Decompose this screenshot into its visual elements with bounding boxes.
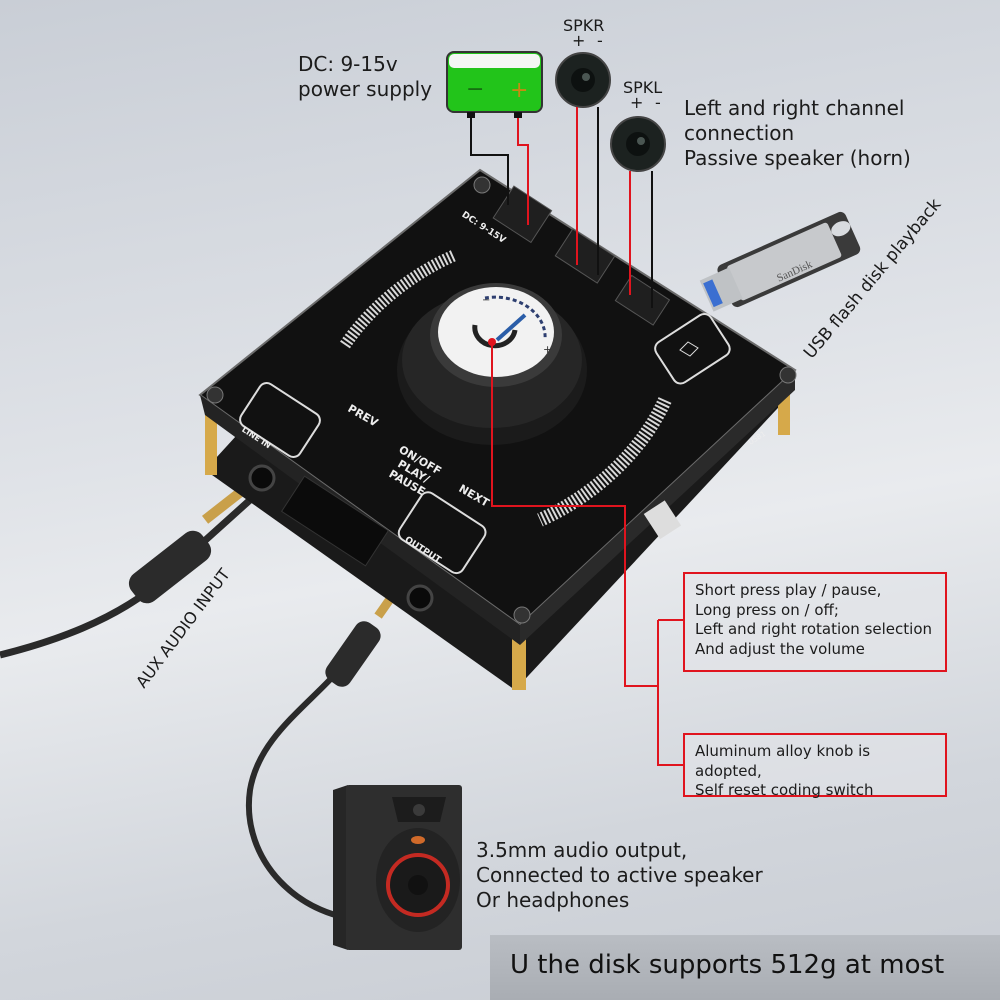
output-desc-line2: Connected to active speaker — [476, 863, 763, 887]
battery-plus: + — [510, 78, 528, 103]
speaker-right-icon — [555, 52, 611, 108]
pin-header — [643, 500, 682, 540]
standoff — [205, 415, 217, 475]
speaker-left-icon — [610, 116, 666, 172]
spkr-label: SPKR — [563, 16, 605, 35]
screw — [779, 366, 797, 384]
knob-indicator — [495, 313, 527, 342]
output-desc-line1: 3.5mm audio output, — [476, 838, 688, 862]
knob-minus: − — [482, 295, 491, 306]
battery-minus: − — [466, 77, 484, 102]
knob-face — [438, 287, 554, 377]
output-plug — [325, 621, 381, 687]
usb-flash-drive — [699, 211, 861, 312]
screw — [473, 176, 491, 194]
spkr-plus: + — [572, 31, 586, 50]
line-in-box — [239, 382, 321, 458]
volume-arc-right — [537, 397, 672, 527]
callout-line: Left and right rotation selection — [695, 620, 932, 638]
spkl-label: SPKL — [623, 78, 663, 97]
aux-plug — [128, 530, 212, 604]
volume-arc-left — [340, 249, 458, 349]
capacity-banner: U the disk supports 512g at most — [490, 935, 1000, 1000]
usb-icon — [679, 341, 699, 357]
output-description: 3.5mm audio output, Connected to active … — [476, 838, 763, 913]
speaker-desc-line2: connection — [684, 121, 795, 145]
speaker-desc-line3: Passive speaker (horn) — [684, 146, 911, 170]
line-in-jack — [248, 464, 276, 492]
callout-leader-bottom — [657, 620, 683, 766]
callout-line: Aluminum alloy knob is adopted, — [695, 742, 871, 780]
speaker-description: Left and right channel connection Passiv… — [684, 96, 911, 171]
callout-line: Self reset coding switch — [695, 781, 874, 799]
spkl-minus: - — [655, 93, 661, 112]
power-wire-positive — [517, 118, 529, 225]
callout-line: Short press play / pause, — [695, 581, 882, 599]
screw — [513, 606, 531, 624]
knob-material-callout: Aluminum alloy knob is adopted, Self res… — [683, 733, 947, 799]
power-label-line2: power supply — [298, 77, 433, 101]
power-wire-negative — [470, 118, 509, 205]
standoff — [512, 630, 526, 690]
antenna-module — [280, 475, 390, 567]
battery-top — [449, 54, 540, 68]
usb-box — [654, 312, 731, 385]
callout-leader — [491, 342, 658, 687]
knob-plus: + — [543, 343, 553, 356]
speaker-desc-line1: Left and right channel — [684, 96, 905, 120]
power-label: DC: 9-15v power supply — [298, 52, 432, 102]
power-label-line1: DC: 9-15v — [298, 52, 398, 76]
callout-line: Long press on / off; — [695, 600, 839, 619]
screw — [206, 386, 224, 404]
output-jack — [406, 584, 434, 612]
aux-plug-tip — [202, 486, 246, 524]
output-cable — [245, 648, 371, 923]
active-speaker — [333, 785, 462, 950]
output-box — [397, 491, 487, 575]
spkl-plus: + — [630, 93, 644, 112]
spkr-minus: - — [597, 31, 603, 50]
capacity-banner-text: U the disk supports 512g at most — [510, 950, 945, 980]
knob-function-callout: Short press play / pause, Long press on … — [683, 572, 947, 672]
spkr-terminal — [554, 228, 616, 284]
knob-level-dots — [484, 295, 547, 341]
callout-line: And adjust the volume — [695, 639, 865, 658]
spkl-terminal — [614, 274, 671, 326]
output-desc-line3: Or headphones — [476, 888, 630, 912]
